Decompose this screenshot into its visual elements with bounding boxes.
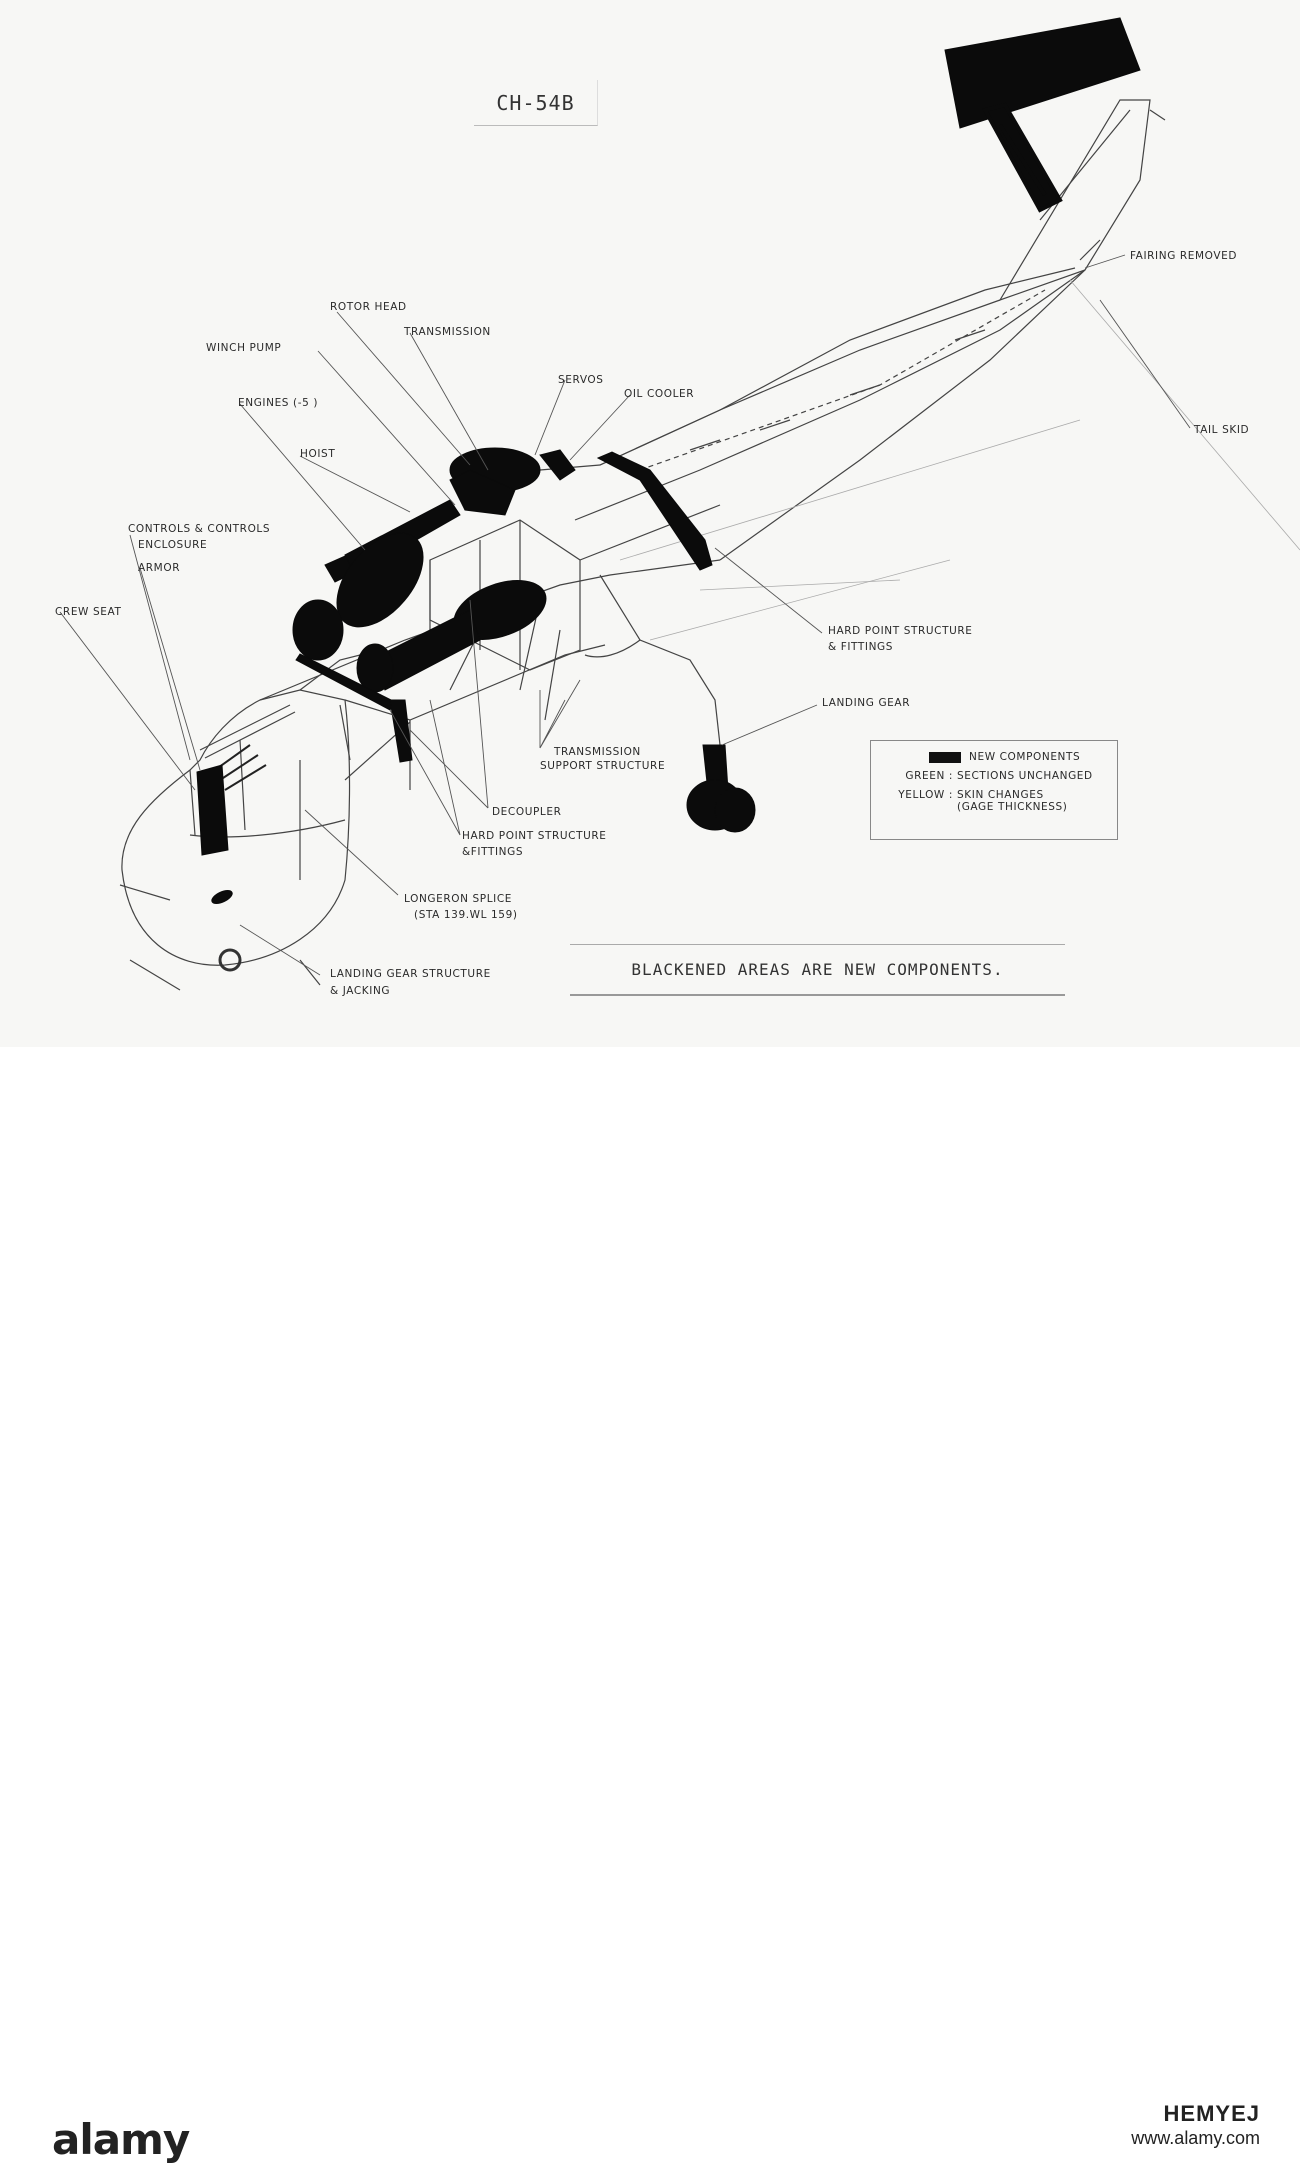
label-hard-point-right: HARD POINT STRUCTURE	[828, 625, 973, 637]
label-winch-pump: WINCH PUMP	[206, 342, 282, 354]
alamy-logo: alamy	[52, 2115, 190, 2164]
legend-row-green: GREEN : SECTIONS UNCHANGED	[879, 770, 1109, 782]
footer-note: BLACKENED AREAS ARE NEW COMPONENTS.	[570, 944, 1065, 996]
legend-black-swatch	[929, 752, 961, 763]
diagram-title: CH-54B	[474, 80, 598, 126]
label-transmission-support: TRANSMISSION	[554, 746, 641, 758]
diagram-sheet: CH-54B ROTOR HEAD TRANSMISSION WINCH PUM…	[0, 0, 1300, 1047]
label-crew-seat: CREW SEAT	[55, 606, 122, 618]
label-fairing-removed: FAIRING REMOVED	[1130, 250, 1238, 262]
stock-bar: alamy HEMYEJ www.alamy.com	[0, 1047, 1300, 2164]
label-servos: SERVOS	[558, 374, 604, 386]
stock-site: www.alamy.com	[1131, 2128, 1260, 2148]
legend-green-key: GREEN :	[905, 770, 953, 782]
label-transmission-support-structure: SUPPORT STRUCTURE	[540, 760, 666, 772]
legend-box: NEW COMPONENTS GREEN : SECTIONS UNCHANGE…	[870, 740, 1118, 840]
label-landing-gear-structure: LANDING GEAR STRUCTURE	[330, 968, 491, 980]
label-hard-point-lower: HARD POINT STRUCTURE	[462, 830, 607, 842]
legend-row-new: NEW COMPONENTS	[879, 751, 1109, 763]
legend-yellow-value: SKIN CHANGES	[957, 789, 1044, 801]
label-transmission: TRANSMISSION	[404, 326, 491, 338]
stock-code: HEMYEJ	[1163, 2101, 1260, 2126]
label-hard-point-lower-fittings: &FITTINGS	[462, 846, 524, 858]
label-armor: ARMOR	[138, 562, 181, 574]
legend-green-value: SECTIONS UNCHANGED	[957, 770, 1093, 782]
helicopter-cutaway-drawing	[59, 17, 1300, 991]
label-longeron-station: (STA 139.WL 159)	[414, 909, 518, 921]
label-engines: ENGINES (-5 )	[238, 397, 319, 409]
label-decoupler: DECOUPLER	[492, 806, 562, 818]
label-oil-cooler: OIL COOLER	[624, 388, 695, 400]
label-controls-enclosure: ENCLOSURE	[138, 539, 208, 551]
legend-yellow-gage: (GAGE THICKNESS)	[957, 801, 1068, 813]
label-tail-skid: TAIL SKID	[1194, 424, 1250, 436]
legend-new-components: NEW COMPONENTS	[969, 751, 1081, 763]
label-hard-point-right-fittings: & FITTINGS	[828, 641, 894, 653]
legend-yellow-values: SKIN CHANGES (GAGE THICKNESS)	[957, 789, 1067, 813]
label-landing-gear: LANDING GEAR	[822, 697, 911, 709]
label-jacking: & JACKING	[330, 985, 391, 997]
label-rotor-head: ROTOR HEAD	[330, 301, 407, 313]
label-controls: CONTROLS & CONTROLS	[128, 523, 271, 535]
label-longeron-splice: LONGERON SPLICE	[404, 893, 513, 905]
legend-yellow-key: YELLOW :	[898, 789, 953, 801]
stock-id-block: HEMYEJ www.alamy.com	[1131, 2102, 1260, 2150]
legend-row-yellow: YELLOW : SKIN CHANGES (GAGE THICKNESS)	[879, 789, 1109, 813]
label-hoist: HOIST	[300, 448, 336, 460]
